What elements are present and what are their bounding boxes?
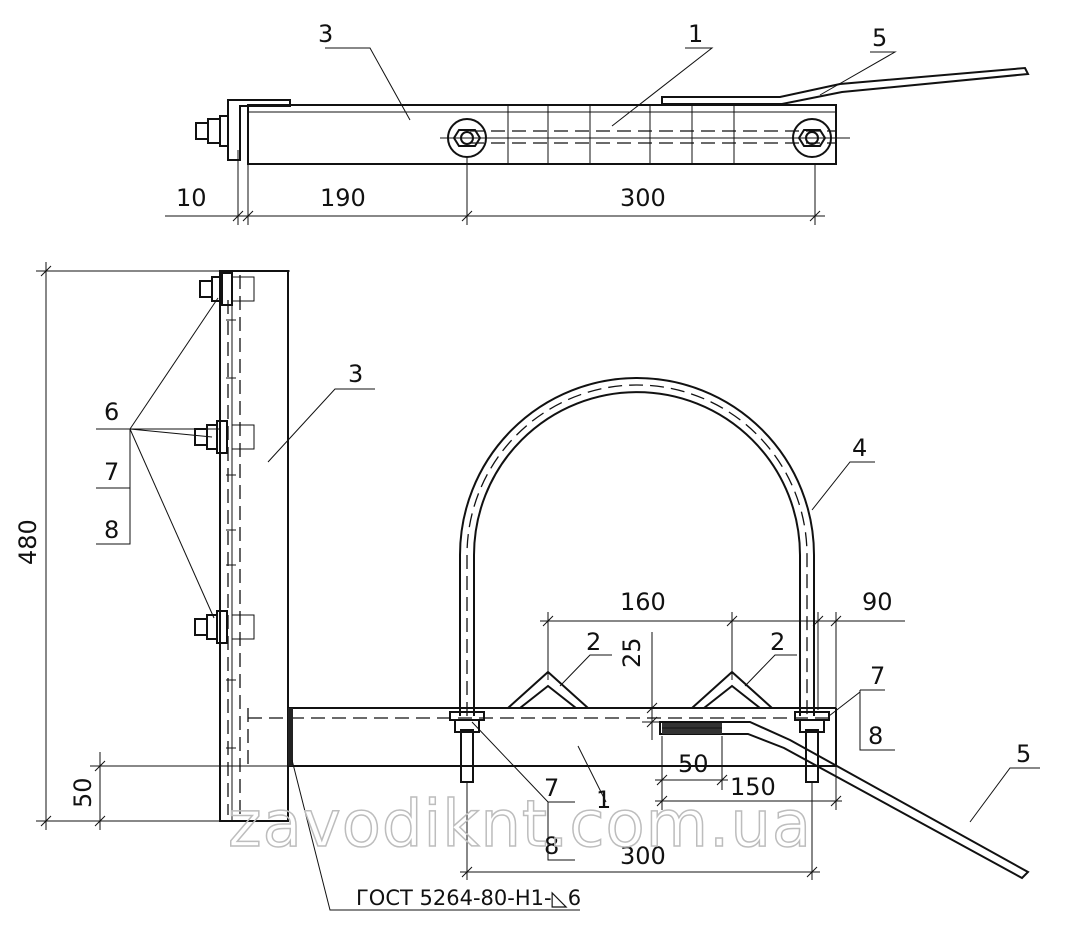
top-strip	[661, 66, 1030, 105]
dim-50-left: 50	[69, 777, 97, 808]
dim-strip-50: 50	[678, 750, 709, 778]
callout-right-8: 8	[868, 722, 883, 750]
top-view	[165, 47, 1030, 225]
callout-top-3: 3	[318, 20, 333, 48]
wall-bolt-middle	[194, 420, 255, 454]
callout-bolt-6: 6	[104, 398, 119, 426]
u-bolt	[449, 377, 830, 783]
callout-bolt-7: 7	[104, 458, 119, 486]
wall-bracket	[219, 270, 289, 822]
top-dimension-line	[165, 150, 825, 225]
dim-160: 160	[620, 588, 666, 616]
dim-480: 480	[14, 519, 42, 565]
dim-25: 25	[618, 637, 646, 668]
dim-top-10: 10	[176, 184, 207, 212]
top-bracket	[227, 99, 291, 161]
dim-top-190: 190	[320, 184, 366, 212]
callout-side-3: 3	[348, 360, 363, 388]
front-plate	[247, 707, 837, 767]
wall-bolt-bottom	[194, 610, 255, 644]
dim-160-90	[540, 612, 905, 710]
callout-bottom-1: 1	[596, 786, 611, 814]
callout-ubolt-4: 4	[852, 434, 867, 462]
dim-50-left	[90, 752, 290, 830]
dim-480	[36, 262, 290, 830]
dim-strip	[655, 736, 842, 810]
dim-25	[642, 632, 672, 740]
top-stiffeners	[470, 105, 836, 164]
callout-right-7: 7	[870, 662, 885, 690]
labels: 3 1 5 10 190 300 480 50 25 3 6 7 8 4 160…	[14, 20, 1031, 910]
callout-support-2-left: 2	[586, 628, 601, 656]
dim-strip-150: 150	[730, 773, 776, 801]
watermark: zavodiknt.com.ua	[228, 788, 812, 862]
top-bracket-bolt	[195, 115, 229, 147]
wall-bolt-top	[199, 272, 255, 306]
top-plate	[247, 104, 837, 165]
callout-bottom-8: 8	[544, 832, 559, 860]
callout-top-5: 5	[872, 24, 887, 52]
callout-bottom-7: 7	[544, 774, 559, 802]
front-view	[36, 262, 1040, 911]
callout-strip-5: 5	[1016, 740, 1031, 768]
callout-top-1: 1	[688, 20, 703, 48]
leaders	[96, 297, 1040, 911]
dim-300-bottom	[460, 782, 820, 880]
weld-note: ГОСТ 5264-80-Н1-◺6	[356, 886, 581, 910]
callout-bolt-8: 8	[104, 516, 119, 544]
dim-top-300: 300	[620, 184, 666, 212]
dim-90: 90	[862, 588, 893, 616]
dim-bottom-300: 300	[620, 842, 666, 870]
clamp-strip	[659, 721, 1030, 880]
callout-support-2-right: 2	[770, 628, 785, 656]
